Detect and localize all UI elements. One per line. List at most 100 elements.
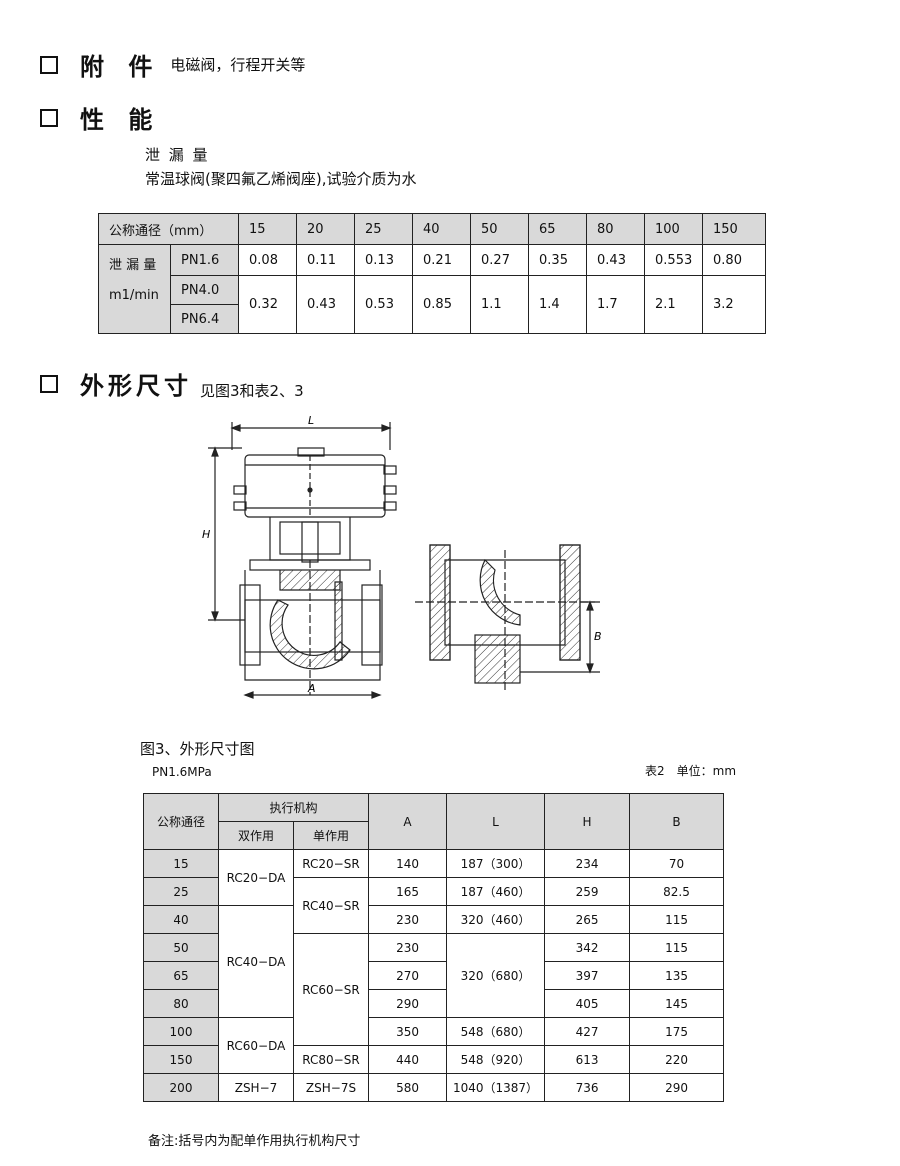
section-title: 性 能	[80, 106, 161, 134]
leak-value: 0.35	[528, 244, 588, 276]
dn-cell: 40	[143, 905, 219, 934]
leak-row-label-1: 泄 漏 量	[109, 258, 157, 273]
section-accessories: 附 件 电磁阀，行程开关等	[40, 47, 305, 82]
dn-cell: 25	[143, 877, 219, 906]
dn-cell: 65	[143, 961, 219, 990]
leak-title: 泄 漏 量	[145, 146, 210, 164]
leak-value: 0.32	[238, 275, 298, 334]
leak-value: 1.4	[528, 275, 588, 334]
H-cell: 613	[544, 1045, 631, 1074]
leakage-table: 公称通径（mm） 15 20 25 40 50 65 80 100 150 泄 …	[97, 213, 767, 334]
table-row: 80 290 405 145	[143, 989, 725, 1018]
dim-label-L: L	[308, 414, 314, 427]
A-cell: 440	[368, 1045, 448, 1074]
B-cell: 82.5	[629, 877, 725, 906]
leak-header-label: 公称通径（mm）	[97, 213, 240, 245]
L-cell: 548（680）	[446, 1017, 546, 1046]
B-cell: 220	[629, 1045, 725, 1074]
header-single: 单作用	[292, 821, 370, 850]
dimension-table: 公称通径 执行机构 A L H B 双作用 单作用 15 RC20−DA RC2…	[143, 793, 725, 1102]
header-dn: 公称通径	[143, 793, 219, 850]
table-row: 200 ZSH−7 ZSH−7S 580 1040（1387） 736 290	[143, 1073, 725, 1102]
L-cell: 320（460）	[446, 905, 546, 934]
B-cell: 70	[629, 849, 725, 878]
checkbox-square	[40, 374, 58, 393]
checkbox-square	[40, 108, 58, 127]
L-cell: 187（300）	[446, 849, 546, 878]
leak-value: 0.11	[296, 244, 356, 276]
dimensions-text: 见图3和表2、3	[200, 382, 304, 400]
pn-label: PN6.4	[169, 304, 240, 334]
header-B: B	[629, 793, 725, 850]
leak-size-cell: 80	[586, 213, 646, 245]
single-cell: RC80−SR	[292, 1045, 370, 1074]
leak-size-cell: 40	[412, 213, 472, 245]
footnote: 备注:括号内为配单作用执行机构尺寸	[148, 1134, 361, 1149]
B-cell: 135	[629, 961, 725, 990]
A-cell: 230	[368, 905, 448, 934]
single-cell: RC40−SR	[292, 877, 370, 934]
double-cell: RC20−DA	[218, 849, 294, 906]
dim-header-row-1: 公称通径 执行机构 A L H B	[143, 793, 725, 850]
table-row: 150 RC80−SR 440 548（920） 613 220	[143, 1045, 725, 1074]
leak-value: 0.13	[354, 244, 414, 276]
L-cell: 320（680）	[446, 933, 546, 1018]
leak-value: 0.43	[296, 275, 356, 334]
B-cell: 115	[629, 905, 725, 934]
dn-cell: 15	[143, 849, 219, 878]
H-cell: 259	[544, 877, 631, 906]
leak-value: 0.53	[354, 275, 414, 334]
A-cell: 165	[368, 877, 448, 906]
leak-size-cell: 20	[296, 213, 356, 245]
checkbox-square	[40, 55, 58, 74]
accessories-text: 电磁阀，行程开关等	[170, 56, 306, 74]
leak-value: 0.21	[412, 244, 472, 276]
section-performance: 性 能	[40, 100, 160, 135]
L-cell: 187（460）	[446, 877, 546, 906]
A-cell: 140	[368, 849, 448, 878]
table-row: 50 RC60−SR 230 320（680） 342 115	[143, 933, 725, 1046]
leak-size-cell: 100	[644, 213, 704, 245]
L-cell: 1040（1387）	[446, 1073, 546, 1102]
A-cell: 290	[368, 989, 448, 1018]
leak-value: 0.80	[702, 244, 767, 276]
A-cell: 350	[368, 1017, 448, 1046]
side-view	[415, 544, 600, 690]
table-row: 15 RC20−DA RC20−SR 140 187（300） 234 70	[143, 849, 725, 906]
leak-size-cell: 15	[238, 213, 298, 245]
front-view	[208, 422, 397, 699]
double-cell: RC60−DA	[218, 1017, 294, 1074]
dn-cell: 100	[143, 1017, 219, 1046]
single-cell: ZSH−7S	[292, 1073, 370, 1102]
single-cell: RC60−SR	[292, 933, 370, 1046]
leak-row-pn64: PN6.4	[99, 304, 766, 334]
double-cell: ZSH−7	[218, 1073, 294, 1102]
leak-value: 0.08	[238, 244, 298, 276]
L-cell: 548（920）	[446, 1045, 546, 1074]
H-cell: 265	[544, 905, 631, 934]
table-row: 65 270 397 135	[143, 961, 725, 990]
table-row: 25 RC40−SR 165 187（460） 259 82.5	[143, 877, 725, 934]
dn-cell: 150	[143, 1045, 219, 1074]
leak-row-pn40: PN4.0 0.32 0.43 0.53 0.85 1.1 1.4 1.7 2.…	[99, 275, 767, 334]
leak-value: 0.27	[470, 244, 530, 276]
figure-caption: 图3、外形尺寸图	[140, 740, 255, 758]
leak-row-pn16: 泄 漏 量 m1/min PN1.6 0.08 0.11 0.13 0.21 0…	[98, 244, 767, 334]
H-cell: 427	[544, 1017, 631, 1046]
H-cell: 397	[544, 961, 631, 990]
leak-size-cell: 65	[528, 213, 588, 245]
header-actuator: 执行机构	[217, 793, 370, 822]
section-dimensions: 外形尺寸	[40, 366, 192, 401]
leak-value: 1.1	[470, 275, 530, 334]
leak-size-cell: 150	[702, 213, 767, 245]
double-cell: RC40−DA	[218, 905, 294, 1018]
H-cell: 342	[544, 933, 631, 962]
leak-value: 3.2	[702, 275, 767, 334]
valve-drawing: L H A B	[202, 414, 602, 699]
leak-description: 常温球阀(聚四氟乙烯阀座),试验介质为水	[145, 170, 417, 188]
dim-label-A: A	[307, 682, 316, 695]
pressure-label: PN1.6MPa	[152, 765, 212, 779]
pn-label: PN1.6	[169, 244, 240, 276]
dn-cell: 200	[143, 1073, 219, 1102]
A-cell: 230	[368, 933, 448, 962]
